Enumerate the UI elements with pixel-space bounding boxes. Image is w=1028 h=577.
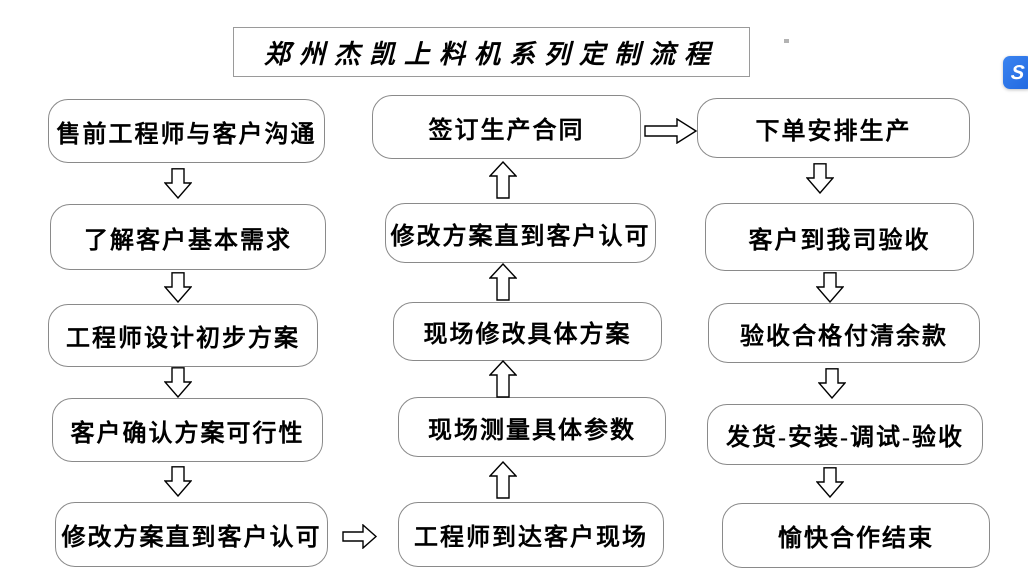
flow-node-label: 下单安排生产 <box>755 118 912 145</box>
arrow-down-icon <box>164 272 192 303</box>
arrow-right-icon <box>342 524 378 549</box>
flow-node-onsite-revise-plan: 现场修改具体方案 <box>393 302 662 361</box>
flow-node-ship-install-debug: 发货-安装-调试-验收 <box>707 404 983 465</box>
flow-node-label: 修改方案直到客户认可 <box>390 223 651 250</box>
flow-node-revise-until-approved-2: 修改方案直到客户认可 <box>385 203 656 263</box>
flow-node-confirm-feasibility: 客户确认方案可行性 <box>52 398 323 462</box>
arrow-down-icon <box>164 466 192 497</box>
title-box: 郑州杰凯上料机系列定制流程 <box>233 27 750 77</box>
page-title: 郑州杰凯上料机系列定制流程 <box>263 39 719 69</box>
flow-node-pay-balance: 验收合格付清余款 <box>708 303 980 363</box>
flow-node-label: 客户确认方案可行性 <box>70 420 305 447</box>
flow-node-label: 工程师设计初步方案 <box>66 326 300 352</box>
flow-node-label: 现场修改具体方案 <box>423 322 632 348</box>
flow-node-place-order: 下单安排生产 <box>697 98 970 158</box>
artifact-dot <box>784 39 789 43</box>
arrow-down-icon <box>164 367 192 398</box>
arrow-down-icon <box>816 272 844 303</box>
flow-node-label: 售前工程师与客户沟通 <box>56 121 317 148</box>
flow-node-revise-until-approved-1: 修改方案直到客户认可 <box>55 502 328 567</box>
flow-node-label: 客户到我司验收 <box>748 227 931 254</box>
flow-node-label: 愉快合作结束 <box>778 526 934 552</box>
flow-node-label: 修改方案直到客户认可 <box>61 525 322 551</box>
flow-node-initial-design: 工程师设计初步方案 <box>48 304 318 367</box>
tool-icon-glyph: S <box>1010 61 1026 84</box>
flow-node-label: 发货-安装-调试-验收 <box>726 425 964 451</box>
arrow-up-icon <box>489 461 517 499</box>
arrow-down-icon <box>816 467 844 498</box>
flow-node-label: 工程师到达客户现场 <box>414 525 648 551</box>
arrow-up-icon <box>489 360 517 398</box>
flow-node-customer-inspection: 客户到我司验收 <box>705 203 974 271</box>
flow-node-understand-needs: 了解客户基本需求 <box>50 204 326 270</box>
flow-node-label: 验收合格付清余款 <box>740 323 948 350</box>
floating-tool-icon[interactable]: S <box>1003 56 1028 89</box>
arrow-down-icon <box>164 168 192 199</box>
flow-node-label: 现场测量具体参数 <box>428 417 636 444</box>
arrow-down-icon <box>818 368 846 399</box>
flow-node-presales-communication: 售前工程师与客户沟通 <box>48 99 325 163</box>
arrow-up-icon <box>489 263 517 301</box>
arrow-right-icon <box>644 118 698 144</box>
flow-node-label: 了解客户基本需求 <box>84 227 292 254</box>
flow-node-onsite-measure: 现场测量具体参数 <box>398 397 666 457</box>
flow-node-cooperation-end: 愉快合作结束 <box>722 503 990 568</box>
flow-node-engineer-arrives: 工程师到达客户现场 <box>398 502 664 567</box>
flow-node-label: 签订生产合同 <box>428 117 585 144</box>
flow-node-sign-contract: 签订生产合同 <box>372 95 641 159</box>
arrow-down-icon <box>806 163 834 194</box>
arrow-up-icon <box>489 161 517 199</box>
